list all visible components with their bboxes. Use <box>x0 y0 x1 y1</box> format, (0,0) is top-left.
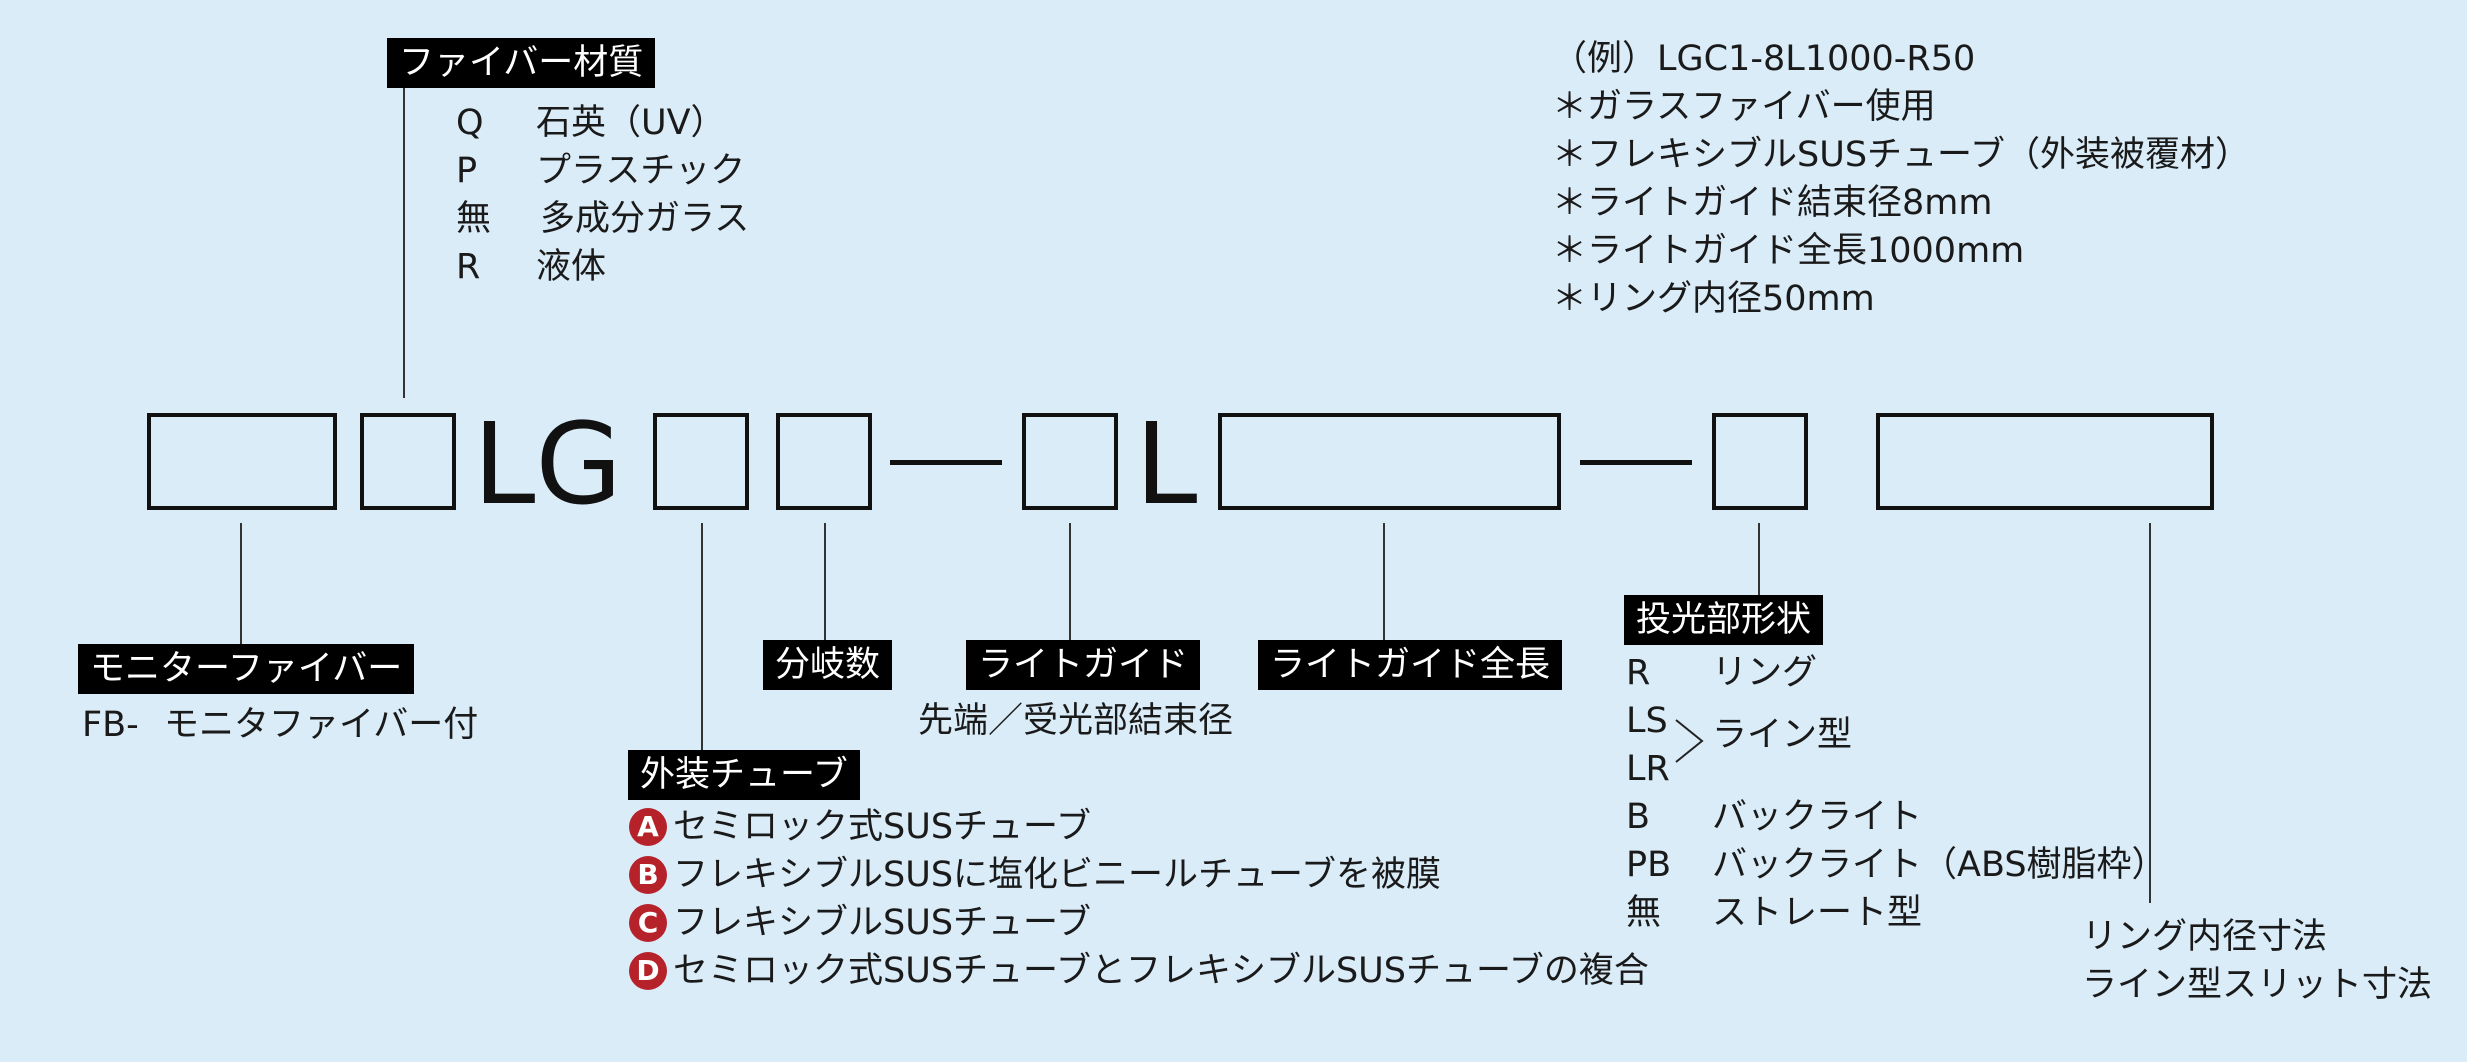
fiber-material-desc: 液体 <box>536 247 607 287</box>
fiber-material-code: 無 <box>456 199 492 239</box>
leader-light-guide-length <box>1383 523 1385 641</box>
light-guide-subtitle: 先端／受光部結束径 <box>918 701 1234 741</box>
bracket-icon <box>1675 719 1704 763</box>
fiber-material-item: P プラスチック <box>456 148 745 194</box>
example-line: （例）LGC1-8L1000-R50 <box>1552 39 1976 79</box>
ring-dimension-line: リング内径寸法 <box>2082 917 2328 957</box>
projection-shape-code: LS <box>1626 701 1668 741</box>
code-box-branch <box>776 413 872 510</box>
example-line: ＊リング内径50mm <box>1552 279 1875 319</box>
code-dash-1 <box>890 460 1002 465</box>
monitor-fiber-desc: モニタファイバー付 <box>164 705 479 745</box>
projection-shape-item: LR <box>1626 746 1712 792</box>
leader-monitor-fiber <box>240 523 242 646</box>
fiber-material-code: Q <box>456 103 484 143</box>
example-line: ＊ライトガイド結束径8mm <box>1552 183 1993 223</box>
example-line: ＊ライトガイド全長1000mm <box>1552 231 2025 271</box>
light-guide-length-label: ライトガイド全長 <box>1258 640 1563 690</box>
code-box-projection-shape <box>1712 413 1808 510</box>
projection-shape-item: B バックライト <box>1626 794 1922 840</box>
monitor-fiber-label: モニターファイバー <box>78 644 415 694</box>
outer-tube-label: 外装チューブ <box>628 750 860 800</box>
code-box-length <box>1218 413 1561 510</box>
fiber-material-desc: 多成分ガラス <box>540 199 750 239</box>
projection-shape-item: PB バックライト（ABS樹脂枠） <box>1626 842 2167 888</box>
code-box-fiber-material <box>360 413 456 510</box>
projection-shape-item: R リング <box>1626 650 1817 696</box>
projection-shape-desc: バックライト（ABS樹脂枠） <box>1712 845 2167 885</box>
ring-dimension-line: ライン型スリット寸法 <box>2082 965 2433 1005</box>
projection-shape-desc: リング <box>1712 653 1818 693</box>
leader-ring-dimension <box>2149 523 2151 903</box>
leader-branch <box>824 523 826 641</box>
leader-outer-tube <box>701 523 703 756</box>
projection-shape-code: PB <box>1626 845 1672 885</box>
badge-c-icon: C <box>629 904 667 942</box>
fiber-material-label: ファイバー材質 <box>387 38 656 88</box>
fiber-material-item: 無 多成分ガラス <box>456 196 749 242</box>
code-dash-2 <box>1580 460 1692 465</box>
example-line: ＊ガラスファイバー使用 <box>1552 87 1936 127</box>
code-box-monitor-fiber <box>147 413 337 510</box>
outer-tube-desc: セミロック式SUSチューブ <box>673 807 1091 847</box>
projection-shape-desc: バックライト <box>1712 797 1923 837</box>
projection-shape-desc: ストレート型 <box>1712 893 1923 933</box>
leader-light-guide <box>1069 523 1071 641</box>
code-box-ring-dimension <box>1876 413 2214 510</box>
light-guide-label: ライトガイド <box>966 640 1201 690</box>
projection-shape-code: LR <box>1626 749 1670 789</box>
leader-projection-shape <box>1758 523 1760 598</box>
projection-shape-group-desc: ライン型 <box>1712 715 1853 755</box>
fiber-material-item: R 液体 <box>456 244 606 290</box>
projection-shape-label: 投光部形状 <box>1624 595 1824 645</box>
fiber-material-item: Q 石英（UV） <box>456 100 726 146</box>
badge-d-icon: D <box>629 952 667 990</box>
fiber-material-code: R <box>456 247 481 287</box>
badge-b-icon: B <box>629 856 667 894</box>
leader-fiber-material <box>403 88 405 398</box>
monitor-fiber-item: FB- モニタファイバー付 <box>82 702 478 748</box>
code-box-outer-tube <box>653 413 749 510</box>
fiber-material-desc: プラスチック <box>536 151 746 191</box>
code-letters-lg: LG <box>473 400 623 530</box>
monitor-fiber-code: FB- <box>82 705 139 745</box>
fiber-material-desc: 石英（UV） <box>536 103 726 143</box>
outer-tube-desc: フレキシブルSUSチューブ <box>673 903 1091 943</box>
projection-shape-code: B <box>1626 797 1651 837</box>
branch-label: 分岐数 <box>763 640 893 690</box>
outer-tube-desc: フレキシブルSUSに塩化ビニールチューブを被膜 <box>673 855 1441 895</box>
example-line: ＊フレキシブルSUSチューブ（外装被覆材） <box>1552 135 2250 175</box>
code-letter-l: L <box>1135 400 1198 530</box>
badge-a-icon: A <box>629 808 667 846</box>
projection-shape-item: LS <box>1626 698 1712 744</box>
projection-shape-item: 無 ストレート型 <box>1626 890 1922 936</box>
outer-tube-desc: セミロック式SUSチューブとフレキシブルSUSチューブの複合 <box>673 951 1649 991</box>
projection-shape-code: 無 <box>1626 893 1662 933</box>
projection-shape-code: R <box>1626 653 1651 693</box>
code-box-bundle-diameter <box>1022 413 1118 510</box>
fiber-material-code: P <box>456 151 478 191</box>
